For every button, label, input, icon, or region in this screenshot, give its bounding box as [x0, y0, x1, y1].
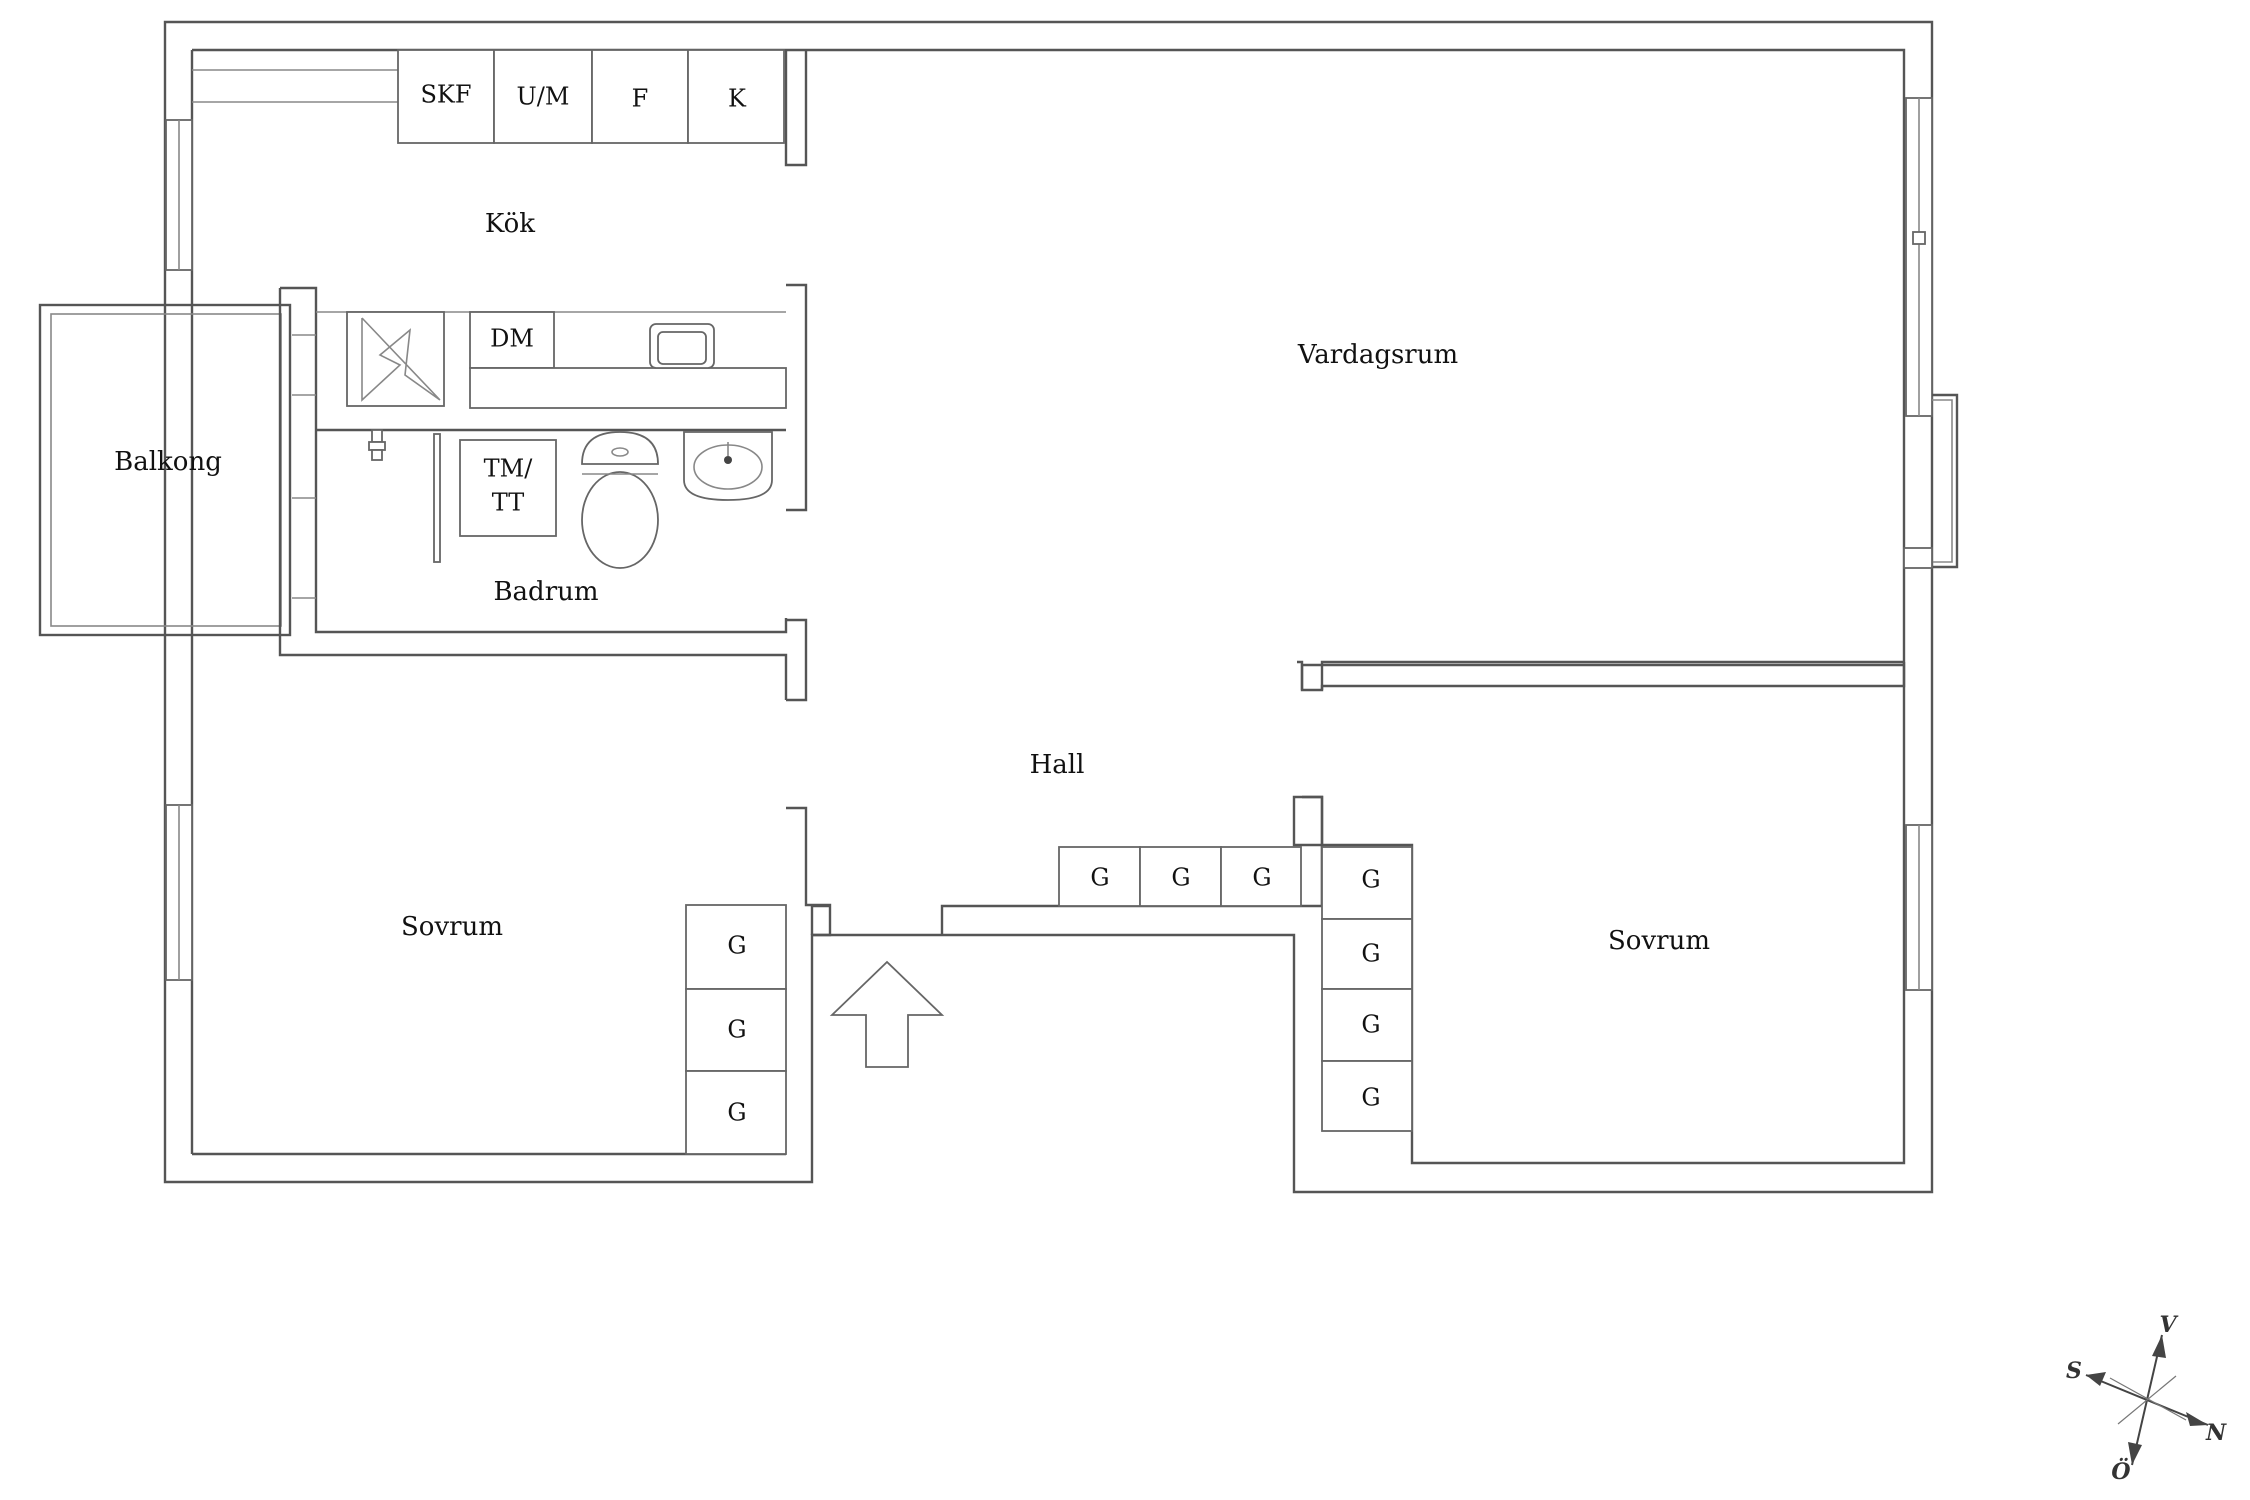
outer-walls [163, 20, 1934, 1194]
compass-arrow-south [2086, 1372, 2106, 1386]
compass-label-south: S [2066, 1358, 2082, 1384]
sink-icon [683, 431, 773, 501]
kitchen-unit-k: K [728, 85, 747, 113]
entrance-arrow-icon [829, 960, 945, 1068]
electrical-panel-icon [361, 317, 441, 402]
compass-arrow-east [2128, 1442, 2142, 1465]
balcony: Balkong [38, 303, 292, 637]
interior-walls [278, 50, 1906, 937]
room-labels: Kök Vardagsrum Badrum Hall Sovrum Sovrum [401, 209, 1710, 956]
compass-label-north: N [2205, 1420, 2227, 1446]
washing-machine [459, 439, 557, 537]
room-label-sovrum-left: Sovrum [401, 912, 503, 942]
compass-label-east: Ö [2111, 1457, 2130, 1485]
kitchen-unit-um: U/M [517, 83, 570, 111]
compass-label-west: V [2159, 1312, 2178, 1338]
kitchen-unit-f: F [632, 85, 649, 113]
wardrobe-label: G [1090, 864, 1109, 892]
kitchen-top-cabinets: SKF U/M F K [192, 49, 785, 144]
wardrobe-label: G [1361, 1011, 1380, 1039]
kitchen-unit-dm: DM [490, 325, 534, 353]
wardrobe-label: G [727, 932, 746, 960]
wardrobe-label: G [1361, 866, 1380, 894]
compass-rose: N S V Ö [2066, 1312, 2227, 1485]
compass-arrow-west [2152, 1335, 2166, 1358]
wardrobe-label: G [1252, 864, 1271, 892]
wardrobes-left-bedroom: G G G [685, 904, 787, 1155]
kitchen-unit-skf: SKF [420, 81, 471, 109]
bathroom-tm-line1: TM/ [484, 455, 534, 483]
wardrobe-label: G [1361, 940, 1380, 968]
wardrobes-hall: G G G [1058, 846, 1302, 907]
toilet-icon [581, 431, 659, 569]
compass-arrow-north [2186, 1412, 2208, 1426]
room-label-badrum: Badrum [493, 577, 598, 607]
room-label-hall: Hall [1030, 750, 1085, 780]
room-label-vardagsrum: Vardagsrum [1297, 340, 1458, 370]
kitchen-counter: DM [316, 311, 787, 409]
windows [165, 97, 1959, 991]
bathroom-tm-line2: TT [492, 489, 524, 517]
bathroom-fixtures: TM/ TT [368, 429, 773, 569]
room-label-balkong: Balkong [114, 447, 222, 477]
wardrobe-label: G [1361, 1084, 1380, 1112]
wardrobe-label: G [727, 1099, 746, 1127]
wardrobe-label: G [1171, 864, 1190, 892]
room-label-sovrum-right: Sovrum [1608, 926, 1710, 956]
wardrobes-right-bedroom: G G G G [1321, 846, 1413, 1132]
wardrobe-label: G [727, 1016, 746, 1044]
shower-icon [368, 429, 386, 461]
room-label-kok: Kök [485, 209, 535, 239]
